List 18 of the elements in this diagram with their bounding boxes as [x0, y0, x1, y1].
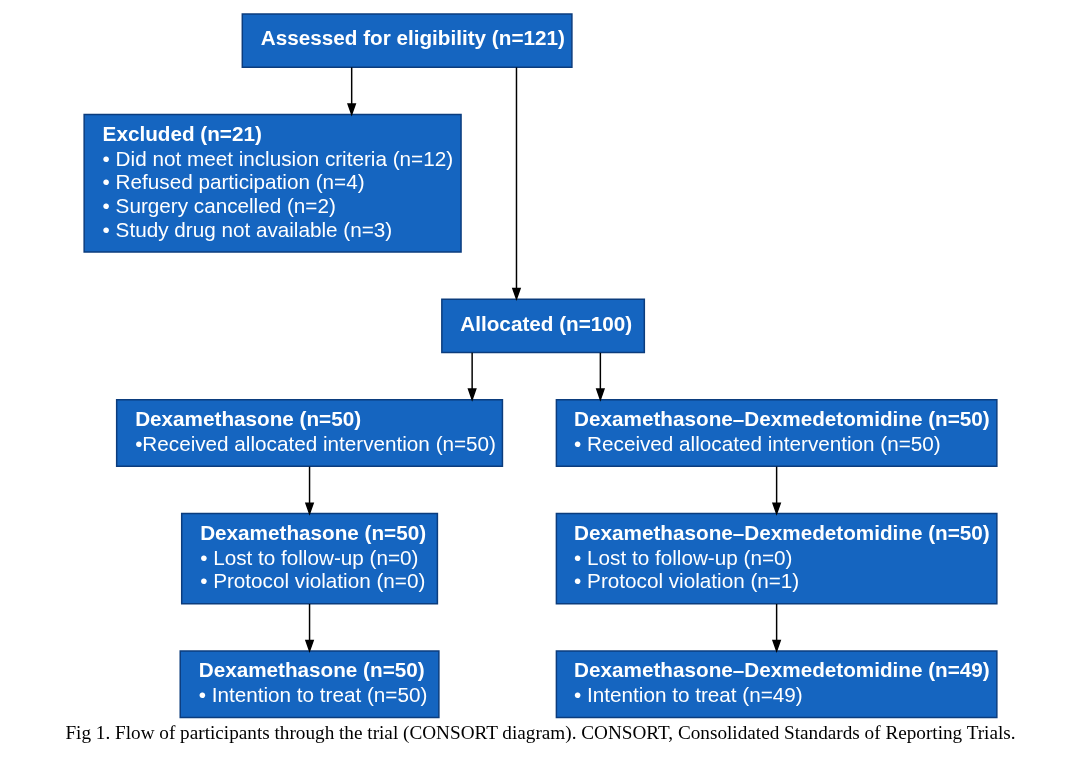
node-box: Assessed for eligibility (n=121) — [241, 13, 573, 68]
arrow — [304, 603, 314, 654]
node-box: Dexamethasone (n=50) • Intention to treat (n=50) — [179, 650, 440, 719]
node-box: Excluded (n=21) • Did not meet inclusion criteria (n=12) • Refused participation (n=4) • Surgery cancelled (n=2) • Study drug not available (n=3) — [82, 113, 462, 253]
arrow — [771, 465, 781, 516]
arrow — [304, 465, 314, 516]
node-box: Dexamethasone (n=50) •Received allocated intervention (n=50) — [115, 399, 503, 467]
node-box: Dexamethasone–Dexmedetomidine (n=49) • Intention to treat (n=49) — [555, 650, 998, 719]
arrow — [595, 352, 605, 402]
node-box: Allocated (n=100) — [440, 298, 645, 354]
arrow — [346, 66, 356, 117]
arrow — [466, 352, 477, 402]
node-box: Dexamethasone–Dexmedetomidine (n=50) • Received allocated intervention (n=50) — [555, 399, 998, 467]
node-box: Dexamethasone–Dexmedetomidine (n=50) • Lost to follow-up (n=0) • Protocol violation (n=1) — [555, 512, 998, 605]
arrow — [771, 603, 781, 654]
node-box: Dexamethasone (n=50) • Lost to follow-up (n=0) • Protocol violation (n=0) — [180, 512, 438, 605]
caption: Fig 1. Flow of participants through the trial (CONSORT diagram). CONSORT, Consolidated Standards of Reporting Trials. — [64, 721, 1016, 743]
arrow — [511, 66, 521, 302]
